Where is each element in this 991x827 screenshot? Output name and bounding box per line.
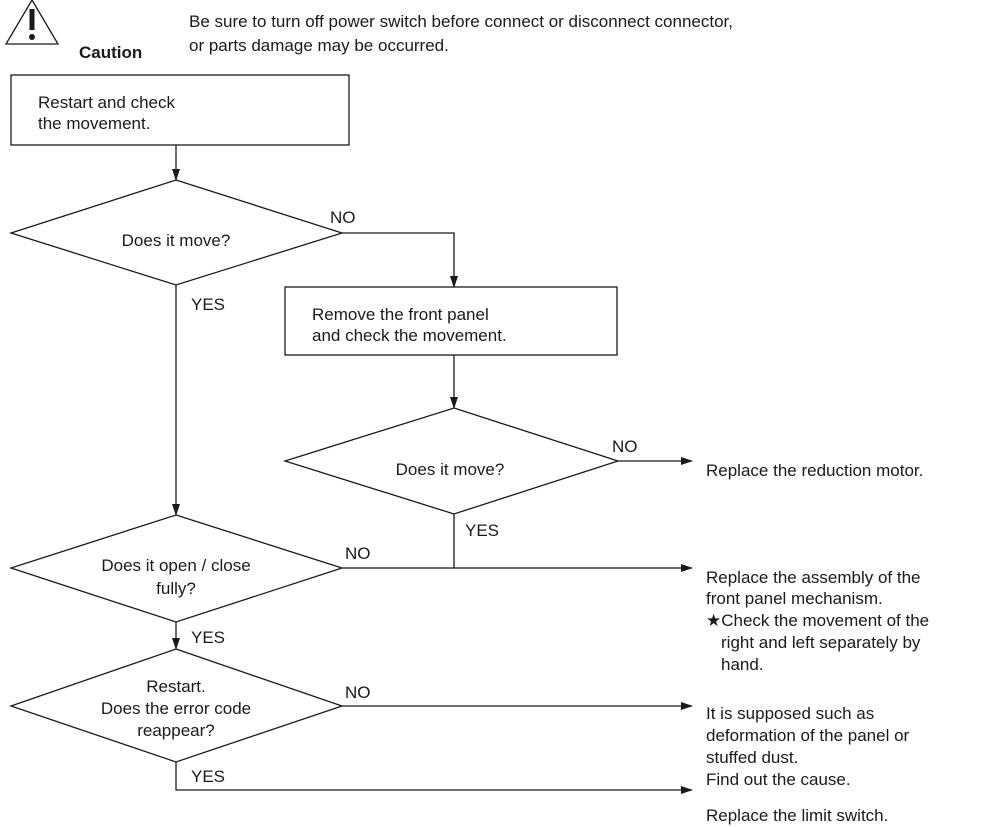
restart-check-box: [10, 74, 350, 146]
result-assembly-1: Replace the assembly of the: [706, 568, 921, 587]
label-no-open-close: NO: [345, 544, 371, 563]
result-deformation-1: It is supposed such as: [706, 704, 875, 723]
restart-check-text-1: Restart and check: [38, 93, 176, 112]
decision-error-code-text-3: reappear?: [137, 721, 215, 740]
result-assembly-5: hand.: [721, 655, 764, 674]
restart-check-text-2: the movement.: [38, 114, 151, 133]
result-reduction-motor: Replace the reduction motor.: [706, 461, 924, 480]
result-limit-switch: Replace the limit switch.: [706, 806, 889, 825]
arrow-error-yes: [175, 762, 693, 794]
decision-move-2-text: Does it move?: [395, 460, 505, 479]
result-deformation-4: Find out the cause.: [706, 770, 851, 789]
label-yes-open-close: YES: [191, 628, 226, 647]
result-assembly-2: front panel mechanism.: [706, 589, 883, 608]
warning-triangle-icon: [4, 0, 60, 45]
decision-error-code-text-2: Does the error code: [100, 699, 252, 718]
remove-panel-text-2: and check the movement.: [312, 326, 507, 345]
caution-text-line1: Be sure to turn off power switch before …: [189, 12, 733, 31]
result-deformation-2: deformation of the panel or: [706, 726, 910, 745]
label-yes-error-code: YES: [191, 767, 226, 786]
decision-error-code-text-1: Restart.: [146, 677, 206, 696]
result-deformation-3: stuffed dust.: [706, 748, 799, 767]
arrow-move1-no: [342, 232, 458, 288]
label-no-move2: NO: [612, 437, 638, 456]
label-no-move1: NO: [330, 208, 356, 227]
decision-open-close-text-2: fully?: [156, 579, 196, 598]
label-yes-move1: YES: [191, 295, 226, 314]
caution-label: Caution: [79, 43, 143, 62]
remove-panel-text-1: Remove the front panel: [312, 305, 489, 324]
decision-open-close-text-1: Does it open / close: [101, 556, 251, 575]
label-yes-move2: YES: [465, 521, 500, 540]
decision-move-1-text: Does it move?: [121, 231, 231, 250]
caution-text-line2: or parts damage may be occurred.: [189, 36, 449, 55]
result-assembly-4: right and left separately by: [721, 633, 921, 652]
result-assembly-3: ★Check the movement of the: [706, 611, 930, 630]
label-no-error-code: NO: [345, 683, 371, 702]
remove-panel-box: [284, 286, 618, 356]
